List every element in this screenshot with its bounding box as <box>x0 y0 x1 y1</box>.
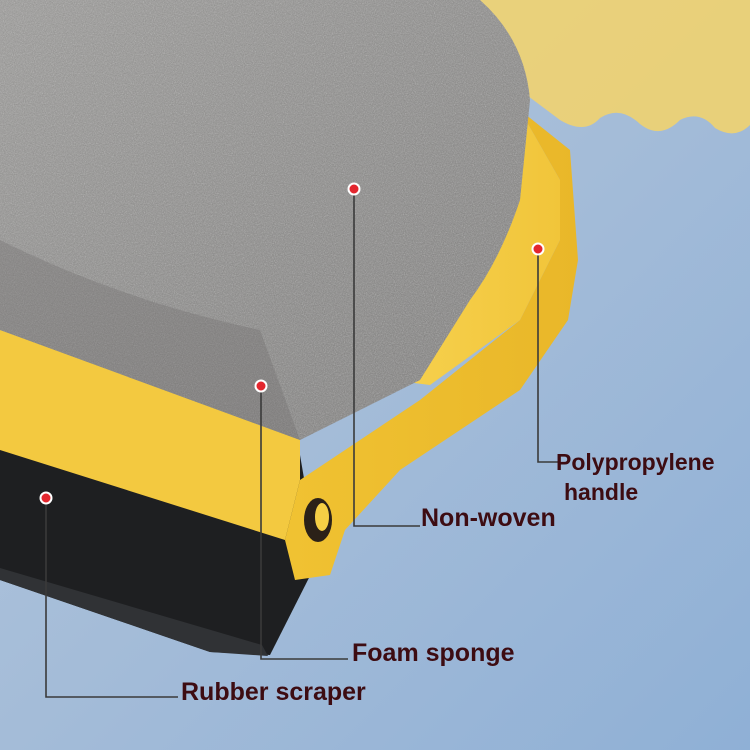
callout-dot-handle <box>531 242 545 256</box>
label-polypropylene: Polypropylene <box>556 449 715 475</box>
label-handle: handle <box>564 479 639 505</box>
label-rubber-scraper: Rubber scraper <box>181 678 366 706</box>
callout-dot-non-woven <box>347 182 361 196</box>
pad-shadow <box>0 240 300 440</box>
handle-front <box>0 330 300 540</box>
scraper-edge <box>0 568 268 656</box>
label-non-woven: Non-woven <box>421 504 556 532</box>
callout-dot-rubber-scraper <box>39 491 53 505</box>
background-handle <box>470 0 750 134</box>
pad-texture <box>0 0 530 440</box>
handle-side <box>285 110 578 580</box>
label-foam-sponge: Foam sponge <box>352 639 515 667</box>
callout-line-handle <box>537 249 558 463</box>
callout-line-rubber-scraper <box>45 498 178 698</box>
callout-dot-foam-sponge <box>254 379 268 393</box>
callout-line-foam-sponge <box>260 386 348 660</box>
callout-line-non-woven <box>353 189 420 527</box>
